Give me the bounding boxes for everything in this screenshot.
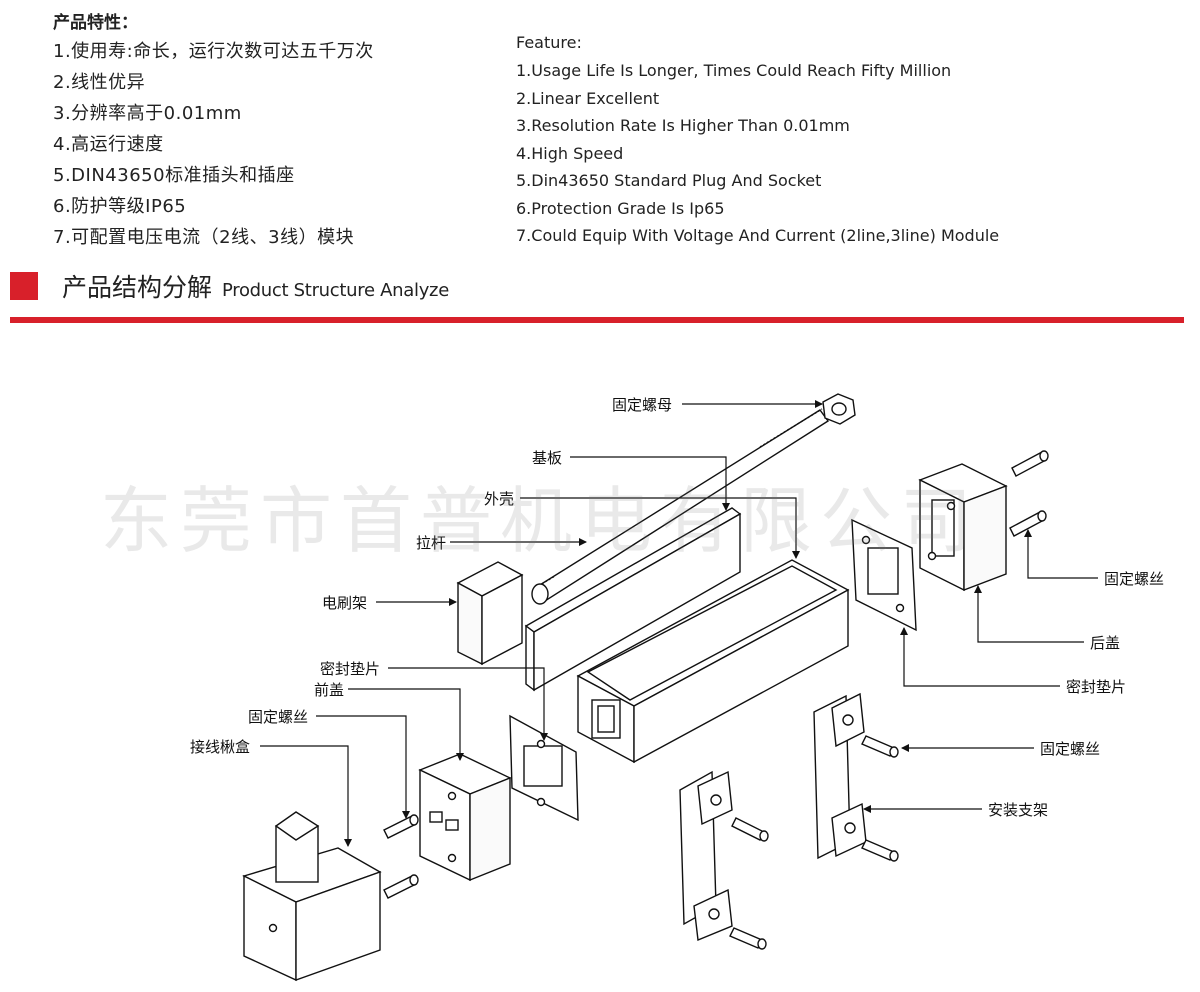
section-divider [10,317,1184,323]
diagram-drawing [242,393,1098,982]
section-title-en: Product Structure Analyze [222,280,449,301]
feature-cn-item: 4.高运行速度 [53,134,164,155]
feature-en-item: 7.Could Equip With Voltage And Current (… [516,226,1000,245]
watermark-text: 东莞市首普机电有限公司 [100,479,981,563]
label-bracket-screw: 固定螺丝 [1040,740,1101,758]
feature-cn-item: 2.线性优异 [53,72,146,93]
section-title: 产品结构分解 Product Structure Analyze [62,268,449,304]
label-junction-box: 接线楸盒 [190,738,251,756]
feature-en-item: 2.Linear Excellent [516,88,660,108]
brush-holder-part [456,561,524,666]
feature-cn-item: 6.防护等级IP65 [53,196,187,217]
label-base-plate: 基板 [532,449,563,467]
features-list-cn: 1.使用寿:命长，运行次数可达五千万次 2.线性优异 3.分辨率高于0.01mm… [53,38,374,255]
front-screw-part [383,814,419,899]
label-front-screw: 固定螺丝 [248,708,309,726]
label-nut: 固定螺母 [612,396,673,414]
housing-part [576,559,850,764]
feature-en-item: 5.Din43650 Standard Plug And Socket [516,171,822,190]
features-list-en: 1.Usage Life Is Longer, Times Could Reac… [516,60,999,253]
front-gasket-part [509,714,579,822]
label-brush-holder: 电刷架 [322,594,368,612]
label-rear-cover: 后盖 [1090,634,1121,652]
front-cover-part [418,753,512,882]
junction-box-part [242,811,382,982]
exploded-diagram: 固定螺母 基板 外壳 拉杆 电刷架 密封垫片 前盖 固定螺丝 接线楸盒 固定螺丝… [0,330,1200,992]
rear-cover-part [918,463,1008,592]
label-rear-screw: 固定螺丝 [1104,570,1165,588]
label-pull-rod: 拉杆 [416,534,447,552]
features-title-cn: 产品特性： [53,13,138,33]
label-bracket: 安装支架 [988,801,1049,819]
feature-cn-item: 1.使用寿:命长，运行次数可达五千万次 [53,41,374,62]
section-title-cn: 产品结构分解 [62,273,213,302]
rear-gasket-part [851,518,917,632]
label-housing: 外壳 [484,490,515,508]
feature-cn-item: 3.分辨率高于0.01mm [53,103,242,124]
nut-part [822,393,856,425]
section-marker [10,272,38,300]
label-front-gasket: 密封垫片 [320,660,381,678]
feature-en-item: 3.Resolution Rate Is Higher Than 0.01mm [516,116,850,135]
feature-en-item: 1.Usage Life Is Longer, Times Could Reac… [516,61,952,80]
bracket-screw-part [729,735,899,950]
feature-en-item: 6.Protection Grade Is Ip65 [516,198,725,218]
label-rear-gasket: 密封垫片 [1066,678,1127,696]
features-title-en: Feature: [516,33,582,52]
rear-screw-part [1009,450,1049,537]
base-plate-part [524,507,742,692]
pull-rod-part [531,408,830,605]
feature-cn-item: 5.DIN43650标准插头和插座 [53,165,295,186]
bracket-part [679,692,867,941]
feature-cn-item: 7.可配置电压电流（2线、3线）模块 [53,227,355,248]
label-front-cover: 前盖 [314,681,345,699]
feature-en-item: 4.High Speed [516,143,624,163]
